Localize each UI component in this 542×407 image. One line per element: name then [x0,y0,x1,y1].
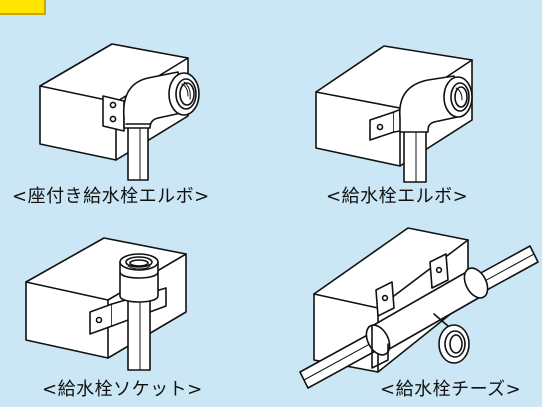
mounting-seat [102,95,125,132]
pipe [127,119,149,181]
pipe [403,129,427,183]
caption-seated-elbow: <座付き給水栓エルボ> [12,186,210,207]
caption-elbow: <給水栓エルボ> [326,186,469,207]
wall-board [315,45,473,167]
socket-body [119,261,159,303]
figure-socket [25,237,187,371]
figure-tee [299,227,539,389]
figure-elbow [315,45,473,183]
caption-tee: <給水栓チーズ> [380,379,522,400]
caption-socket: <給水栓ソケット> [42,379,203,400]
figure-seated-elbow [39,43,200,181]
corner-tag [0,0,46,15]
pipe [127,299,151,371]
